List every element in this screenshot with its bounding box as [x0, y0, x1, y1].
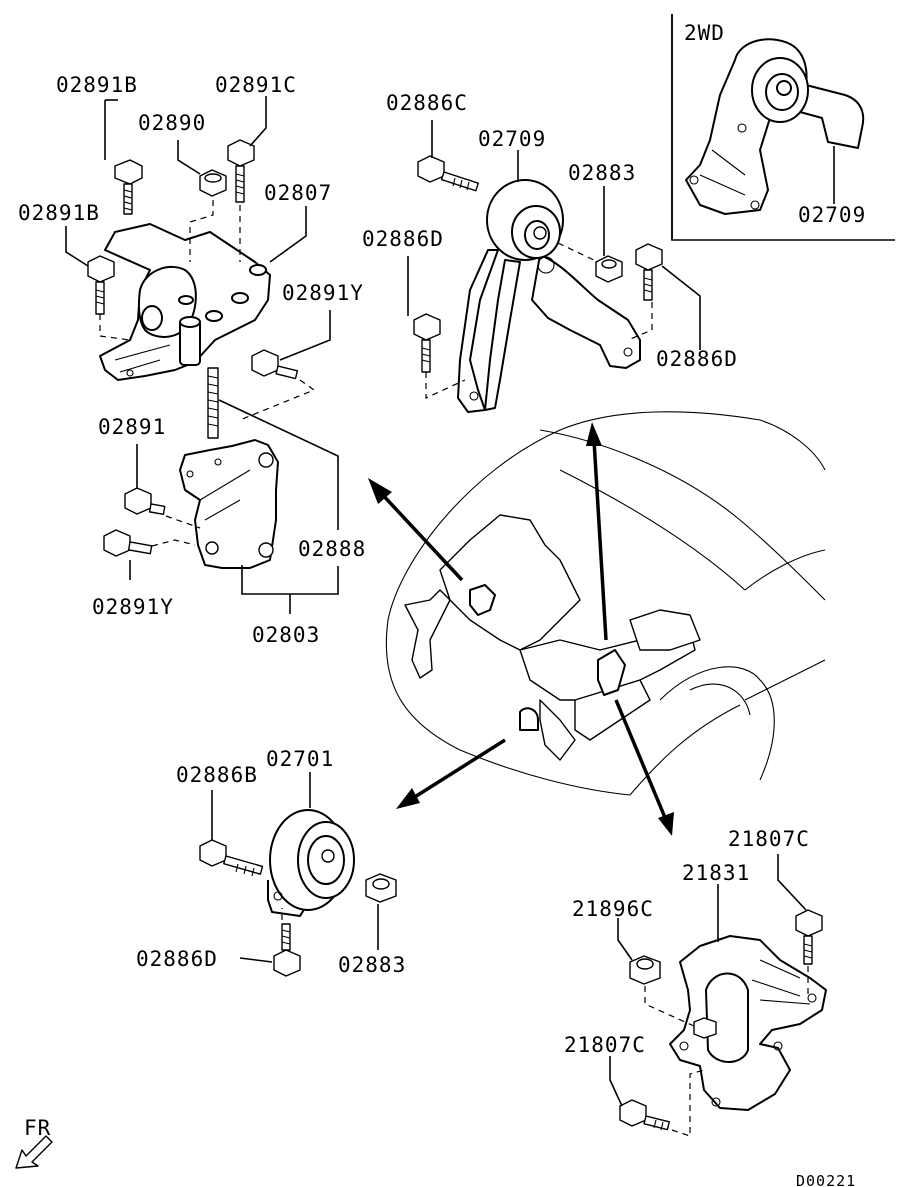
label-02891Y-bottom: 02891Y — [92, 595, 174, 619]
bolt-02886D-right — [635, 243, 663, 301]
front-mount-02701-part — [267, 809, 355, 917]
nut-02890 — [199, 169, 227, 197]
front-direction-arrow-icon — [15, 1135, 53, 1169]
rear-mount-02709-part — [457, 179, 641, 413]
front-direction-indicator: FR — [15, 1116, 53, 1169]
bolt-02886C — [417, 155, 479, 192]
engine-mount-lower-group: 02891 02888 02891Y 02803 — [92, 367, 366, 647]
transmission-mount-21831-part — [669, 935, 827, 1111]
vehicle-outline — [385, 411, 826, 796]
bolt-02891B-left — [87, 255, 115, 315]
label-02891B-left: 02891B — [18, 201, 100, 225]
label-02886D-right: 02886D — [656, 347, 738, 371]
label-21896C: 21896C — [572, 897, 654, 921]
nut-02883-top — [595, 255, 623, 283]
engine-bracket-02803 — [179, 439, 279, 569]
bolt-21807C-top — [795, 909, 823, 965]
rear-mount-group: 02886C 02709 02883 02886D 02886D — [362, 91, 738, 413]
inset-2wd: 2WD 02709 — [671, 14, 895, 241]
label-02886D-bottom: 02886D — [136, 947, 218, 971]
engine-mount-bracket-part — [99, 223, 271, 381]
label-02807: 02807 — [264, 181, 332, 205]
bolt-21807C-left — [619, 1099, 670, 1131]
label-02891B-top: 02891B — [56, 73, 138, 97]
nut-02883-bottom — [365, 873, 397, 903]
nut-21896C — [629, 955, 661, 985]
label-02890: 02890 — [138, 111, 206, 135]
front-mount-group: 02886B 02701 02886D 02883 — [136, 747, 406, 977]
bolt-02891B-top — [114, 159, 143, 215]
label-21807C-top: 21807C — [728, 827, 810, 851]
nut-21896C-mounted — [693, 1017, 717, 1039]
rear-mount-inset-part — [685, 38, 865, 215]
stud-02888 — [207, 367, 219, 439]
engine-mount-upper-group: 02891B 02891C 02890 02807 02891B 02891Y — [18, 73, 364, 421]
bolt-02886B — [199, 839, 264, 877]
label-02891C: 02891C — [215, 73, 297, 97]
label-02709-inset: 02709 — [798, 203, 866, 227]
bolt-02891C — [227, 139, 255, 203]
label-02888: 02888 — [298, 537, 366, 561]
label-21807C-left: 21807C — [564, 1033, 646, 1057]
bolt-02886D-bottom — [273, 923, 301, 977]
label-02891Y-top: 02891Y — [282, 281, 364, 305]
label-02891: 02891 — [98, 415, 166, 439]
label-02886D-left: 02886D — [362, 227, 444, 251]
label-02803: 02803 — [252, 623, 320, 647]
label-02883-bottom: 02883 — [338, 953, 406, 977]
bolt-02891Y-top — [251, 349, 299, 380]
transmission-mount-group: 21807C 21831 21896C 21807C — [564, 827, 827, 1137]
label-21831: 21831 — [682, 861, 750, 885]
inset-variant-label: 2WD — [684, 21, 725, 45]
bolt-02886D-left — [413, 313, 441, 373]
pointer-arrows — [368, 422, 674, 836]
bolt-02891 — [124, 487, 166, 516]
diagram-code: D00221 — [796, 1172, 856, 1187]
label-02886B: 02886B — [176, 763, 258, 787]
label-02886C: 02886C — [386, 91, 468, 115]
label-02701: 02701 — [266, 747, 334, 771]
label-02709-main: 02709 — [478, 127, 546, 151]
label-02883-top: 02883 — [568, 161, 636, 185]
bolt-02891Y-bottom — [103, 529, 153, 557]
